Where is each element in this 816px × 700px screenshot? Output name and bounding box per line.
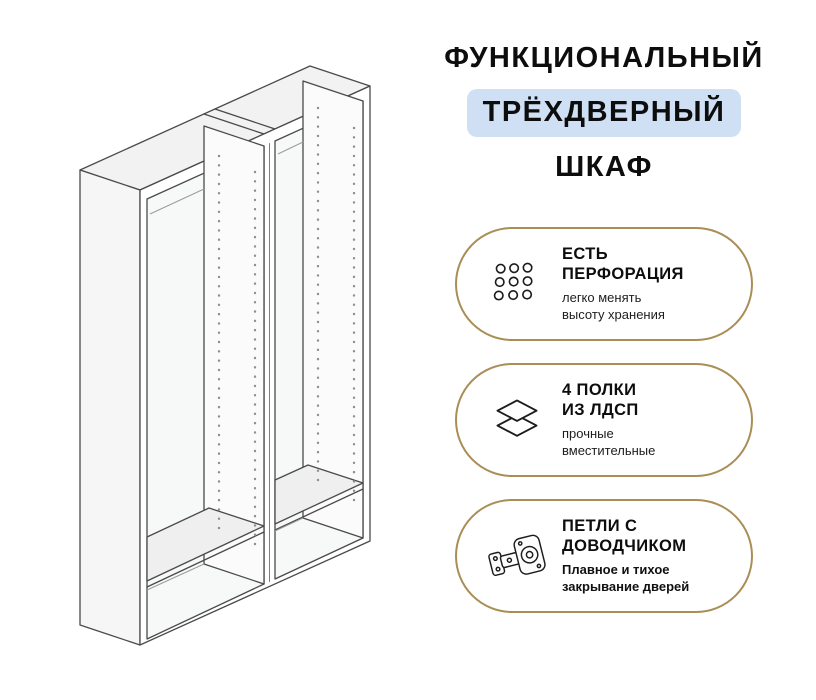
feature-desc-line: прочные [562, 425, 614, 441]
feature-desc-line: закрывание дверей [562, 578, 690, 594]
info-column: ФУНКЦИОНАЛЬНЫЙ ТРЁХДВЕРНЫЙ ШКАФ [418, 0, 790, 613]
feature-badge-hinges: ПЕТЛИ С ДОВОДЧИКОМ Плавное и тихое закры… [455, 498, 753, 613]
features-list: ЕСТЬ ПЕРФОРАЦИЯ легко менять высоту хран… [418, 226, 790, 613]
feature-title-line: ЕСТЬ [562, 244, 609, 263]
feature-title: ПЕТЛИ С ДОВОДЧИКОМ [562, 516, 729, 557]
feature-badge-shelves: 4 ПОЛКИ ИЗ ЛДСП прочные вместительные [455, 362, 753, 477]
feature-desc: легко менять высоту хранения [562, 290, 729, 324]
wardrobe-illustration [79, 65, 371, 646]
perforation-holes-icon [485, 260, 549, 308]
title-line-2: ТРЁХДВЕРНЫЙ [418, 89, 790, 138]
product-title: ФУНКЦИОНАЛЬНЫЙ ТРЁХДВЕРНЫЙ ШКАФ [418, 42, 790, 185]
title-line-1: ФУНКЦИОНАЛЬНЫЙ [444, 42, 764, 74]
feature-title: 4 ПОЛКИ ИЗ ЛДСП [562, 380, 729, 421]
highlighted-word: ТРЁХДВЕРНЫЙ [466, 89, 742, 138]
feature-title-line: ПЕРФОРАЦИЯ [562, 265, 684, 284]
feature-desc-line: Плавное и тихое [562, 562, 670, 577]
feature-title-line: ПЕТЛИ С [562, 516, 638, 535]
feature-desc: прочные вместительные [562, 426, 729, 460]
feature-badge-perforation: ЕСТЬ ПЕРФОРАЦИЯ легко менять высоту хран… [455, 226, 753, 341]
title-line-3: ШКАФ [555, 151, 653, 184]
feature-title-line: ИЗ ЛДСП [562, 401, 639, 420]
feature-desc: Плавное и тихое закрывание дверей [562, 562, 729, 596]
feature-title-line: 4 ПОЛКИ [562, 380, 637, 399]
soft-close-hinge-icon [485, 529, 549, 583]
shelves-stack-icon [485, 395, 549, 445]
feature-desc-line: высоту хранения [562, 306, 665, 322]
feature-desc-line: легко менять [562, 289, 642, 305]
feature-title-line: ДОВОДЧИКОМ [562, 537, 687, 556]
feature-title: ЕСТЬ ПЕРФОРАЦИЯ [562, 244, 729, 285]
feature-desc-line: вместительные [562, 442, 656, 458]
